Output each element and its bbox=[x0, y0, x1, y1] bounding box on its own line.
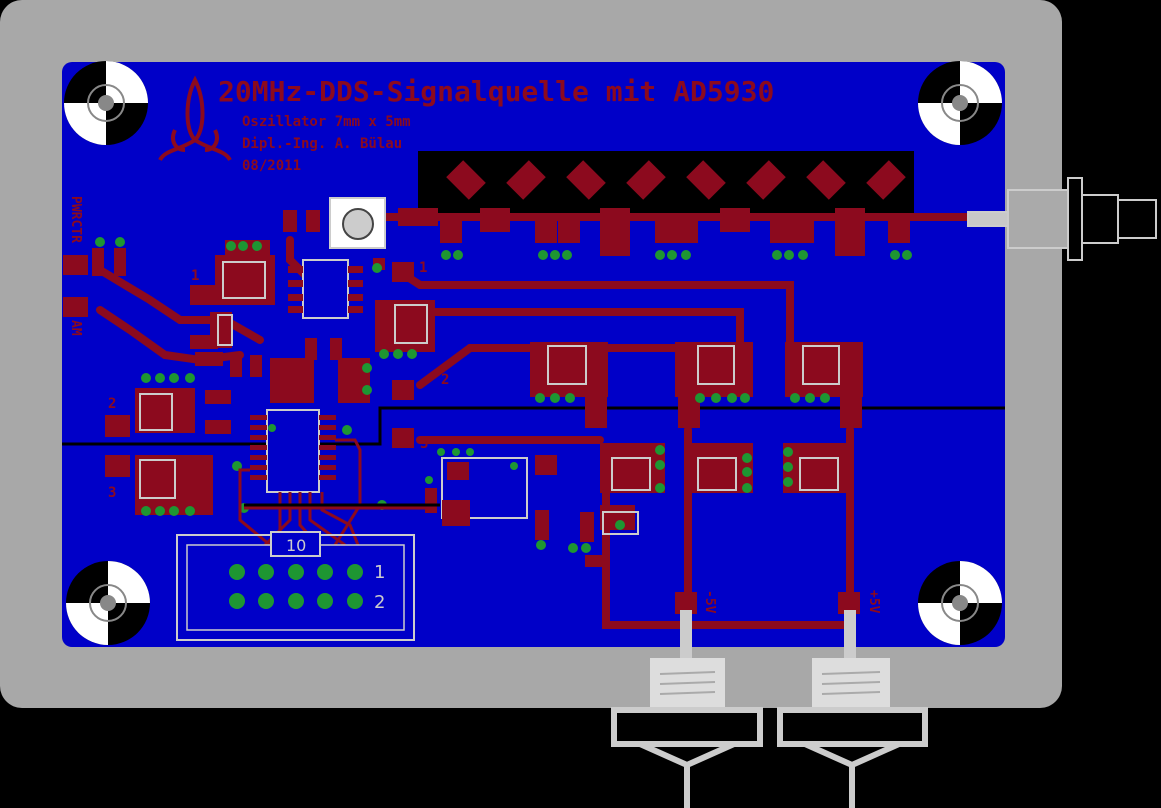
trimmer-screw bbox=[342, 208, 374, 240]
small-smd-components bbox=[63, 210, 863, 614]
mounting-hole-bl bbox=[66, 561, 150, 645]
pin-label-3-right: 3 bbox=[420, 436, 428, 452]
filter-inductors bbox=[446, 160, 906, 200]
header-key bbox=[270, 531, 321, 557]
logo bbox=[158, 75, 232, 162]
osc-pad-tr bbox=[535, 455, 557, 475]
ic-opamp-pins bbox=[288, 266, 363, 313]
am-label: AM bbox=[68, 320, 83, 336]
feedthrough-plus bbox=[777, 610, 928, 808]
osc-pad-tl bbox=[447, 462, 469, 480]
pin-label-2-right: 2 bbox=[441, 372, 449, 388]
header-pins bbox=[229, 564, 363, 609]
pin-label-1-left: 1 bbox=[191, 268, 199, 284]
header-pin-2-label: 2 bbox=[374, 592, 385, 613]
filter-via-row bbox=[441, 250, 912, 260]
header-label-10: 10 bbox=[286, 536, 306, 555]
sma-connector bbox=[967, 177, 1157, 261]
rf-output-trace bbox=[380, 213, 1010, 221]
ic-dds-ad5930 bbox=[266, 409, 320, 493]
mounting-hole-tl bbox=[64, 61, 148, 145]
feedthrough-minus bbox=[611, 610, 763, 808]
vias bbox=[95, 237, 830, 553]
osc-pad-bl bbox=[442, 500, 470, 526]
ic-dds-pins bbox=[250, 415, 336, 480]
filter-capacitors bbox=[398, 208, 910, 256]
board-subtitle-oscillator: Oszillator 7mm x 5mm bbox=[242, 114, 411, 130]
mounting-hole-tr bbox=[918, 61, 1002, 145]
plus5v-label: +5V bbox=[866, 590, 881, 614]
minus5v-label: -5V bbox=[702, 590, 717, 614]
pin-label-2-left: 2 bbox=[108, 396, 116, 412]
header-pin-1-label: 1 bbox=[374, 562, 385, 583]
pin-label-3-left: 3 bbox=[108, 485, 116, 501]
component-outlines bbox=[139, 261, 840, 535]
board-title: 20MHz-DDS-Signalquelle mit AD5930 bbox=[218, 75, 774, 108]
pin-label-1-right: 1 bbox=[419, 260, 427, 276]
ic-opamp bbox=[302, 259, 349, 319]
oscillator bbox=[441, 457, 528, 519]
mounting-hole-br bbox=[918, 561, 1002, 645]
pwrctr-label: PWRCTR bbox=[68, 196, 83, 243]
board-date: 08/2011 bbox=[242, 158, 301, 174]
board-author: Dipl.-Ing. A. Bülau bbox=[242, 136, 402, 152]
